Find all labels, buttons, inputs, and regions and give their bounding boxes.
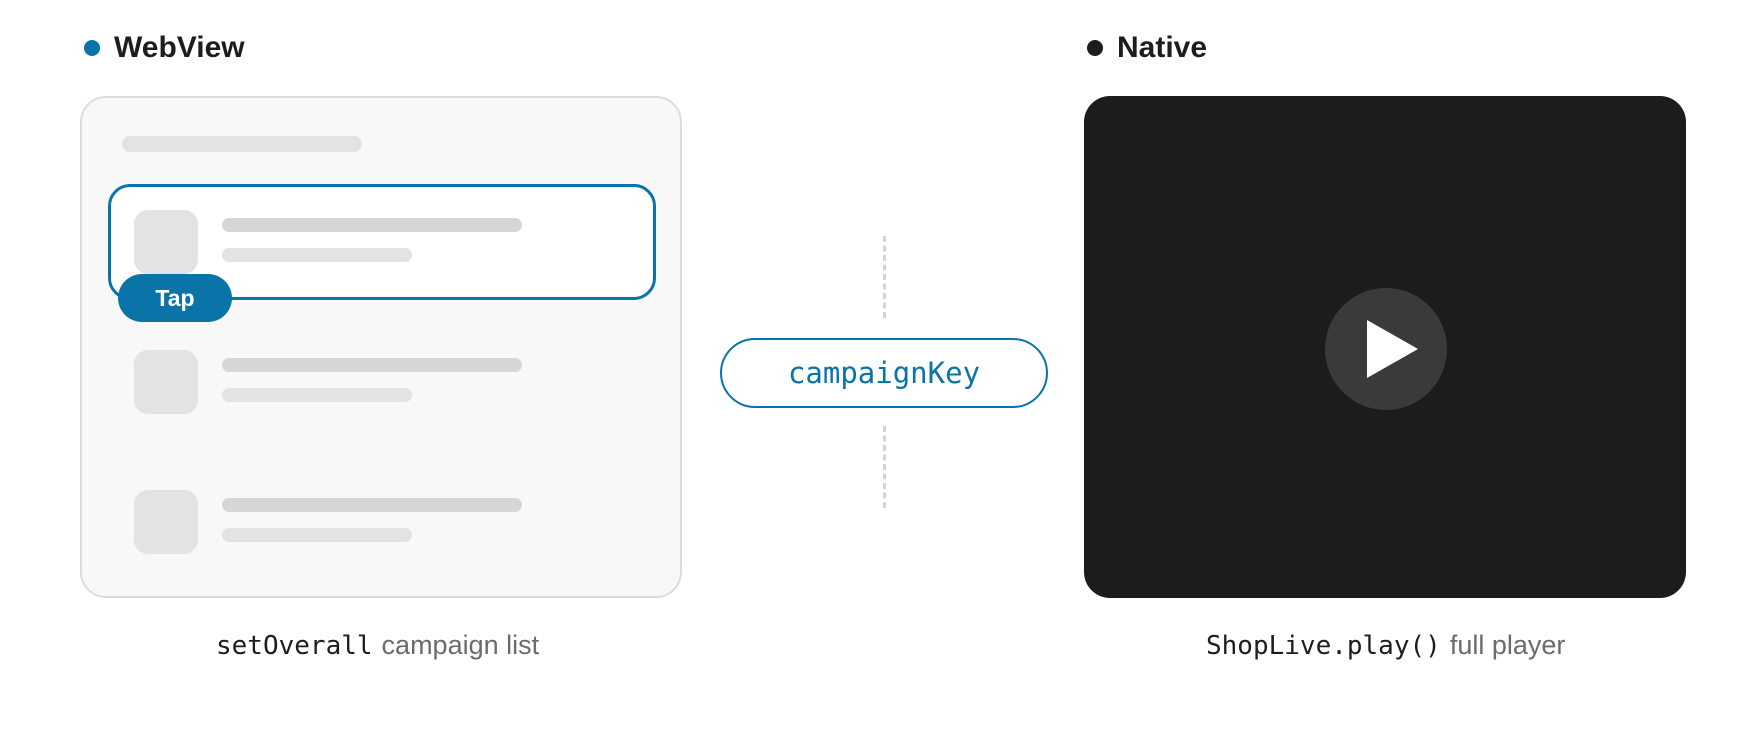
campaign-title-placeholder xyxy=(222,218,522,232)
list-header-placeholder xyxy=(122,136,362,152)
connector-dashed-line-bottom xyxy=(883,426,886,508)
webview-caption: setOverall campaign list xyxy=(216,630,539,661)
campaign-title-placeholder xyxy=(222,358,522,372)
campaign-subtitle-placeholder xyxy=(222,528,412,542)
campaign-title-placeholder xyxy=(222,498,522,512)
webview-panel: Tap xyxy=(80,96,682,598)
campaign-thumbnail xyxy=(134,350,198,414)
connector-dashed-line-top xyxy=(883,236,886,318)
webview-caption-code: setOverall xyxy=(216,631,373,661)
campaign-key-pill: campaignKey xyxy=(720,338,1048,408)
native-caption-text: full player xyxy=(1449,630,1566,660)
campaign-subtitle-placeholder xyxy=(222,388,412,402)
native-dot-icon xyxy=(1087,40,1103,56)
webview-dot-icon xyxy=(84,40,100,56)
webview-heading: WebView xyxy=(84,30,245,66)
native-heading: Native xyxy=(1087,30,1207,66)
play-button[interactable] xyxy=(1325,288,1447,410)
native-caption: ShopLive.play() full player xyxy=(1206,630,1565,661)
campaign-subtitle-placeholder xyxy=(222,248,412,262)
tap-badge: Tap xyxy=(118,274,232,322)
webview-caption-text: campaign list xyxy=(381,630,540,660)
native-player-panel xyxy=(1084,96,1686,598)
campaign-thumbnail xyxy=(134,210,198,274)
native-title: Native xyxy=(1117,31,1208,64)
campaign-thumbnail xyxy=(134,490,198,554)
webview-title: WebView xyxy=(114,31,245,64)
play-icon xyxy=(1367,320,1418,378)
native-caption-code: ShopLive.play() xyxy=(1206,631,1441,661)
